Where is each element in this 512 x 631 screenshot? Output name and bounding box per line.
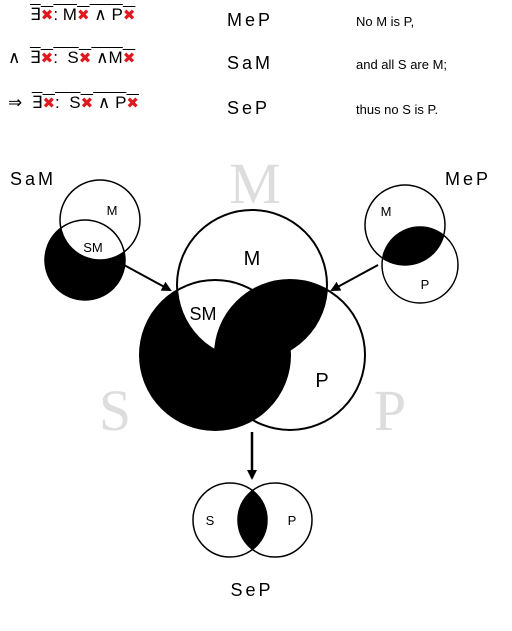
mep-m-circle: [364, 184, 446, 266]
conjunction-prefix: ∧: [8, 48, 21, 67]
sep-s-circle: [192, 482, 268, 558]
term-p: P: [111, 5, 123, 24]
and-symbol: ∧: [97, 93, 111, 112]
sam-m-label: M: [107, 203, 118, 218]
sep-title: SeP: [230, 580, 273, 600]
gloss-major-premise: No M is P,: [356, 14, 415, 29]
big-m-label: M: [244, 248, 261, 270]
colon: :: [53, 5, 59, 24]
big-p-label: P: [315, 370, 328, 392]
conclusion-overlined: ∃✖: S✖ ∧ P✖: [32, 93, 139, 112]
mep-title: MeP: [445, 169, 491, 189]
arrow-from-mep: [330, 264, 379, 291]
term-s: S: [69, 93, 81, 112]
term-not-m: M: [108, 48, 123, 67]
mep-p-circle: [381, 226, 459, 304]
watermark-p: P: [374, 378, 406, 443]
sam-title: SaM: [10, 169, 56, 189]
colon: :: [53, 48, 58, 67]
sep-venn: S P: [192, 482, 313, 558]
big-m-circle: [176, 209, 328, 361]
code-major-premise: MeP: [227, 10, 274, 30]
combined-venn: M SM P: [139, 209, 366, 431]
sep-p-label: P: [288, 513, 297, 528]
exists-symbol: ∃: [29, 48, 41, 67]
formula-minor-premise: ∧ ∃✖: S✖ ∧M✖: [8, 48, 135, 68]
sam-sm-label: SM: [83, 240, 103, 255]
big-p-circle: [214, 279, 366, 431]
sam-venn: M SM: [44, 179, 141, 301]
cross-mark: ✖: [78, 50, 92, 67]
code-minor-premise: SaM: [227, 53, 274, 73]
cross-mark: ✖: [122, 50, 136, 67]
arrow-from-sam: [123, 264, 172, 291]
and-symbol: ∧: [94, 5, 107, 24]
colon: :: [55, 93, 60, 112]
major-premise-overlined: ∃✖: M✖ ∧ P✖: [30, 5, 135, 24]
term-m: M: [62, 5, 77, 24]
term-s: S: [67, 48, 79, 67]
mep-p-label: P: [421, 277, 430, 292]
sam-m-circle: [59, 179, 141, 261]
mep-venn: M P: [364, 184, 459, 304]
cross-mark: ✖: [40, 50, 54, 67]
big-s-circle: [139, 279, 291, 431]
exists-symbol: ∃: [31, 93, 43, 112]
watermark-s: S: [99, 378, 131, 443]
minor-premise-overlined: ∃✖: S✖ ∧M✖: [30, 48, 135, 67]
gloss-minor-premise: and all S are M;: [356, 57, 448, 72]
cross-mark: ✖: [40, 7, 54, 24]
and-symbol: ∧: [96, 48, 109, 67]
mep-m-label: M: [381, 204, 392, 219]
cross-mark: ✖: [122, 7, 136, 24]
cross-mark: ✖: [126, 95, 139, 112]
big-sm-label: SM: [190, 304, 217, 324]
sep-sp-lens-shaded: [238, 483, 267, 557]
formula-conclusion: ⇒ ∃✖: S✖ ∧ P✖: [8, 93, 139, 113]
exists-symbol: ∃: [30, 5, 41, 24]
term-p: P: [115, 93, 127, 112]
sep-p-circle: [237, 482, 313, 558]
sep-s-label: S: [206, 513, 215, 528]
watermark-m: M: [229, 151, 281, 216]
sam-s-circle: [44, 219, 126, 301]
code-conclusion: SeP: [227, 98, 271, 118]
cross-mark: ✖: [80, 95, 94, 112]
formula-major-premise: ∃✖: M✖ ∧ P✖: [30, 5, 135, 25]
cross-mark: ✖: [76, 7, 90, 24]
gloss-conclusion: thus no S is P.: [356, 102, 439, 117]
cross-mark: ✖: [42, 95, 56, 112]
implies-prefix: ⇒: [8, 93, 23, 112]
